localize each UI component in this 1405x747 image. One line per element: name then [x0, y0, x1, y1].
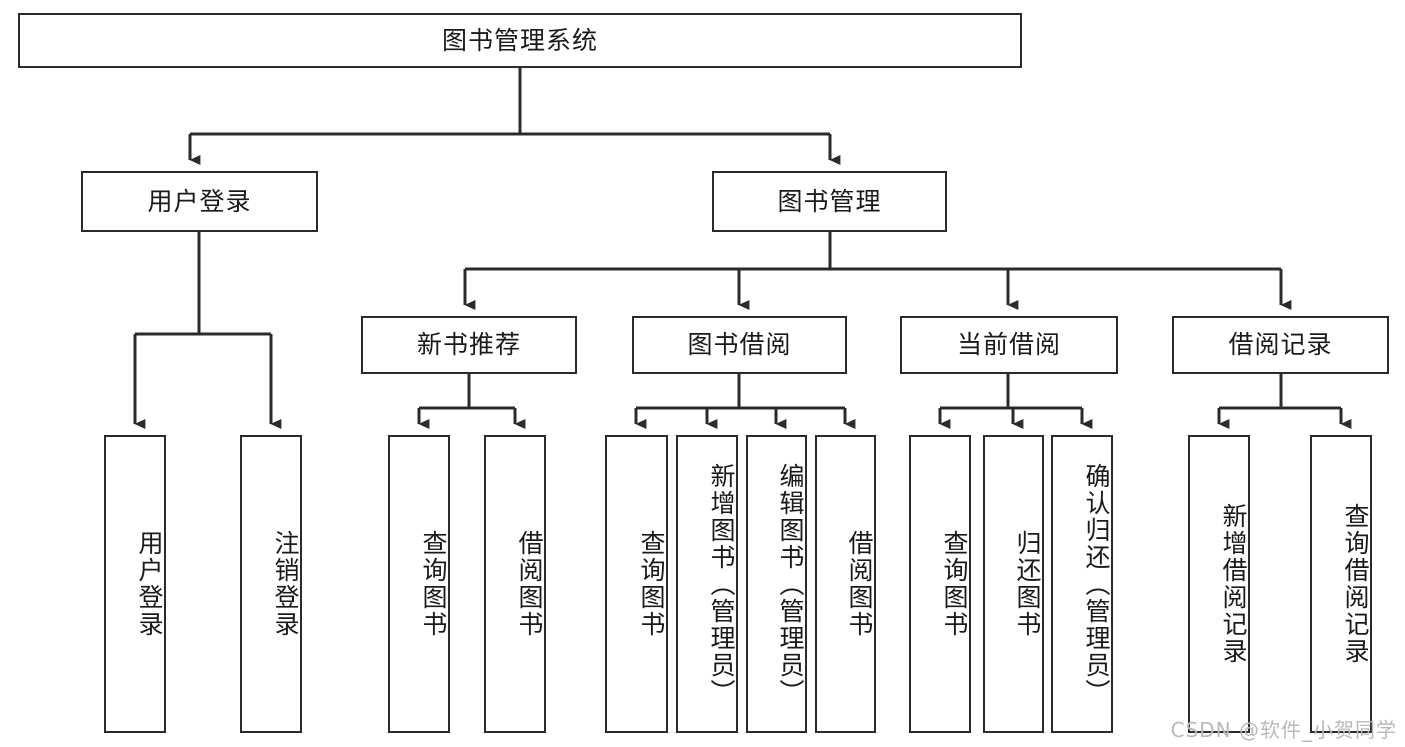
leaf-borrow-book[interactable]: 借阅图书 — [815, 435, 876, 733]
leaf-add-book-admin[interactable]: 新增图书（管理员） — [676, 435, 738, 733]
leaf-edit-book-admin[interactable]: 编辑图书（管理员） — [746, 435, 807, 733]
leaf-query-book-borrow[interactable]: 查询图书 — [605, 435, 668, 733]
node-book-management[interactable]: 图书管理 — [712, 171, 947, 232]
leaf-query-borrow-record[interactable]: 查询借阅记录 — [1310, 435, 1372, 733]
node-user-login[interactable]: 用户登录 — [81, 171, 318, 232]
node-borrow-record[interactable]: 借阅记录 — [1172, 316, 1389, 374]
watermark-credit: CSDN @软件_小贺同学 — [1170, 718, 1397, 742]
leaf-confirm-return-admin[interactable]: 确认归还（管理员） — [1051, 435, 1113, 733]
leaf-borrow-book-rec[interactable]: 借阅图书 — [484, 435, 546, 733]
leaf-query-book-current[interactable]: 查询图书 — [909, 435, 971, 733]
leaf-add-borrow-record[interactable]: 新增借阅记录 — [1188, 435, 1250, 733]
leaf-return-book[interactable]: 归还图书 — [983, 435, 1044, 733]
node-current-borrow[interactable]: 当前借阅 — [900, 316, 1118, 374]
node-root-system[interactable]: 图书管理系统 — [18, 13, 1022, 68]
node-new-book-recommend[interactable]: 新书推荐 — [361, 316, 577, 374]
leaf-logout[interactable]: 注销登录 — [240, 435, 302, 733]
leaf-query-book-rec[interactable]: 查询图书 — [388, 435, 450, 733]
leaf-user-login[interactable]: 用户登录 — [104, 435, 166, 733]
node-book-borrow[interactable]: 图书借阅 — [632, 316, 847, 374]
